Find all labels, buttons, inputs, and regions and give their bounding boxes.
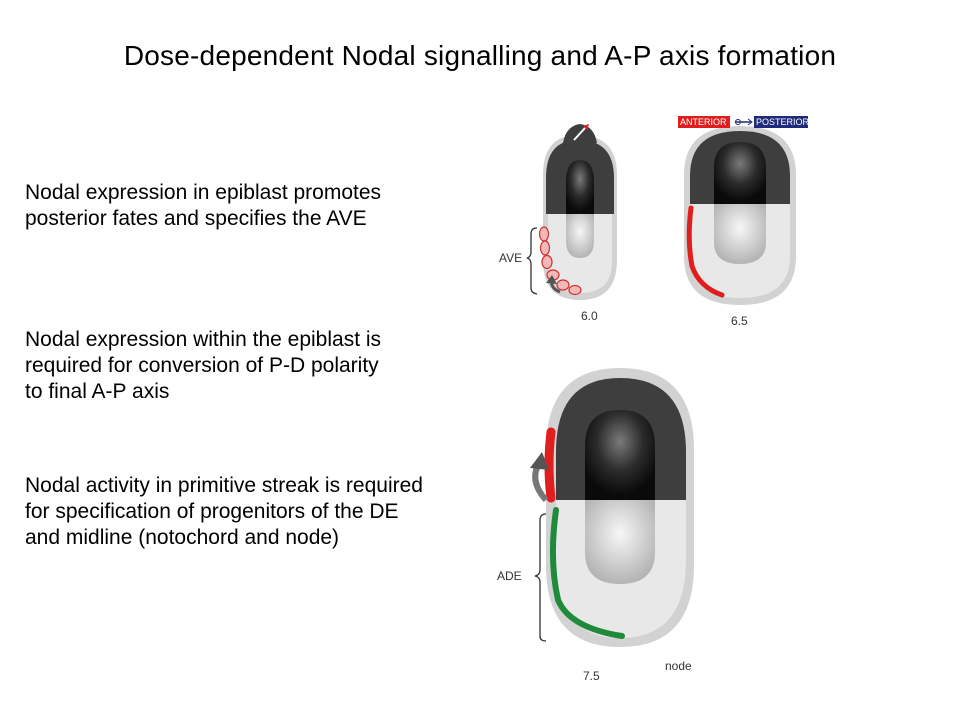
stage-label-e7-5: 7.5 <box>583 669 600 683</box>
ave-domain <box>686 205 725 298</box>
ave-cells <box>538 226 582 296</box>
paragraph-line: required for conversion of P-D polarity <box>25 354 379 377</box>
embryo-e7-5 <box>530 368 694 647</box>
paragraph-primitive-streak: Nodal activity in primitive streak is re… <box>25 473 495 551</box>
ade-label: ADE <box>497 569 522 583</box>
paragraph-line: posterior fates and specifies the AVE <box>25 207 367 230</box>
ade-green-domain <box>549 507 625 639</box>
posterior-label: POSTERIOR <box>756 117 810 127</box>
paragraph-ave: Nodal expression in epiblast promotes po… <box>25 180 495 232</box>
ave-bracket <box>526 227 538 295</box>
posterior-badge <box>754 116 808 128</box>
ade-bracket <box>534 513 547 642</box>
slide-title: Dose-dependent Nodal signalling and A-P … <box>123 40 837 71</box>
anterior-red-domain <box>544 427 556 503</box>
ap-axis-legend: ANTERIOR POSTERIOR <box>678 116 810 128</box>
ave-label: AVE <box>499 251 522 265</box>
paragraph-line: and midline (notochord and node) <box>25 526 340 549</box>
paragraph-line: Nodal expression within the epiblast is <box>25 328 382 351</box>
paragraph-line: Nodal activity in primitive streak is re… <box>25 474 423 497</box>
paragraph-line: Nodal expression in epiblast promotes <box>25 181 382 204</box>
paragraph-pd-polarity: Nodal expression within the epiblast is … <box>25 327 495 405</box>
embryo-e6-5 <box>684 126 796 305</box>
paragraph-line: to final A-P axis <box>25 380 170 403</box>
node-label: node <box>665 659 692 673</box>
anterior-label: ANTERIOR <box>680 117 727 127</box>
paragraph-line: for specification of progenitors of the … <box>25 500 399 523</box>
signal-arrow-icon <box>573 127 586 141</box>
anterior-badge <box>678 116 730 128</box>
embryo-e6-0 <box>526 124 617 300</box>
stage-label-e6-5: 6.5 <box>731 314 748 328</box>
stage-label-e6-0: 6.0 <box>581 309 598 323</box>
